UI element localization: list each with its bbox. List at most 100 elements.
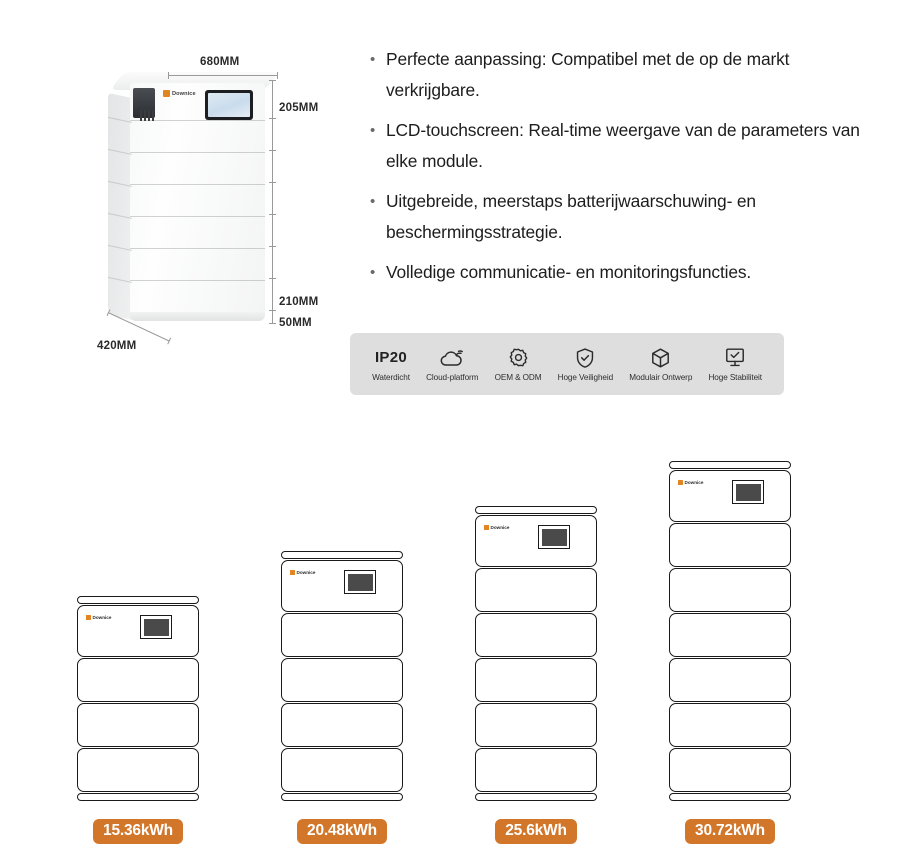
brand-logo-text: Downice bbox=[172, 90, 196, 97]
badge-cloud-platform: Cloud-platform bbox=[418, 347, 486, 382]
capacity-badge: 20.48kWh bbox=[297, 819, 387, 844]
tower-brand-logo: Downice bbox=[484, 525, 509, 530]
battery-module bbox=[475, 748, 597, 792]
badge-label: OEM & ODM bbox=[494, 372, 542, 382]
feature-bullet-list: • Perfecte aanpassing: Compatibel met de… bbox=[370, 44, 870, 297]
lcd-display-surface bbox=[347, 573, 373, 591]
height-dimension-rail bbox=[272, 80, 273, 323]
brand-logo-text: Downice bbox=[490, 525, 510, 530]
badge-label: Modulair Ontwerp bbox=[629, 372, 693, 382]
base-height-dimension-label: 50MM bbox=[279, 317, 312, 329]
head-height-dimension-label: 205MM bbox=[279, 102, 319, 114]
battery-module bbox=[669, 568, 791, 612]
tower-brand-logo: Downice bbox=[86, 615, 111, 620]
tower-head-unit: Downice bbox=[77, 605, 199, 657]
cube-icon bbox=[650, 347, 671, 369]
tower-head-unit: Downice bbox=[281, 560, 403, 612]
capacity-badge: 15.36kWh bbox=[93, 819, 183, 844]
battery-module bbox=[669, 523, 791, 567]
tower-head-unit: Downice bbox=[475, 515, 597, 567]
feature-list-item: • Perfecte aanpassing: Compatibel met de… bbox=[370, 44, 870, 106]
bullet-icon: • bbox=[370, 122, 376, 139]
badge-label: Hoge Stabiliteit bbox=[708, 372, 762, 382]
feature-item-text: Volledige communicatie- en monitoringsfu… bbox=[386, 262, 752, 282]
brand-logo-text: Downice bbox=[684, 480, 704, 485]
cabinet-seam bbox=[130, 152, 265, 153]
battery-module bbox=[475, 658, 597, 702]
bullet-icon: • bbox=[370, 264, 376, 281]
feature-list-item: • LCD-touchscreen: Real-time weergave va… bbox=[370, 115, 870, 177]
width-dimension-label: 680MM bbox=[200, 56, 240, 68]
cloud-icon bbox=[439, 347, 465, 369]
battery-module bbox=[281, 658, 403, 702]
tower-base-plinth bbox=[281, 793, 403, 801]
badge-label: Hoge Veiligheid bbox=[557, 372, 614, 382]
battery-module bbox=[475, 703, 597, 747]
tower-lcd-screen bbox=[538, 525, 570, 549]
lcd-display-surface bbox=[541, 528, 567, 546]
lcd-display-surface bbox=[143, 618, 169, 636]
tower-lcd-screen bbox=[140, 615, 172, 639]
brand-logo-mark bbox=[484, 525, 489, 530]
badge-waterproof: IP20 Waterdicht bbox=[364, 347, 418, 382]
tower-head-unit: Downice bbox=[669, 470, 791, 522]
tower-top-cap bbox=[475, 506, 597, 514]
monitor-check-icon bbox=[724, 347, 746, 369]
tower-lcd-screen bbox=[344, 570, 376, 594]
feature-badge-bar: IP20 Waterdicht Cloud-platform OEM & ODM bbox=[350, 333, 784, 395]
brand-logo-text: Downice bbox=[296, 570, 316, 575]
badge-high-safety: Hoge Veiligheid bbox=[550, 347, 622, 382]
battery-module bbox=[669, 658, 791, 702]
capacity-stack: Downice 20.48kWh bbox=[262, 551, 422, 844]
battery-module bbox=[77, 748, 199, 792]
battery-tower: Downice bbox=[281, 551, 403, 801]
feature-list-item: • Volledige communicatie- en monitorings… bbox=[370, 257, 870, 288]
bullet-icon: • bbox=[370, 193, 376, 210]
battery-module bbox=[475, 568, 597, 612]
cabinet-side-face bbox=[108, 92, 132, 320]
brand-logo-text: Downice bbox=[92, 615, 112, 620]
feature-item-text: Perfecte aanpassing: Compatibel met de o… bbox=[386, 49, 790, 100]
dimension-tick bbox=[269, 118, 276, 119]
cabinet-seam bbox=[130, 216, 265, 217]
cabinet-brand-logo: Downice bbox=[163, 90, 196, 97]
feature-item-text: Uitgebreide, meerstaps batterijwaarschuw… bbox=[386, 191, 756, 242]
bullet-icon: • bbox=[370, 51, 376, 68]
capacity-badge: 30.72kWh bbox=[685, 819, 775, 844]
badge-modular-design: Modulair Ontwerp bbox=[621, 347, 700, 382]
badge-high-stability: Hoge Stabiliteit bbox=[700, 347, 770, 382]
brand-logo-mark bbox=[86, 615, 91, 620]
brand-logo-mark bbox=[678, 480, 683, 485]
capacity-lineup-section: Downice 15.36kWh Downice bbox=[0, 420, 900, 844]
lcd-display-surface bbox=[735, 483, 761, 501]
lcd-display-surface bbox=[208, 93, 250, 117]
capacity-stack: Downice 25.6kWh bbox=[456, 506, 616, 844]
battery-module bbox=[77, 703, 199, 747]
depth-dimension-label: 420MM bbox=[97, 340, 137, 352]
tower-top-cap bbox=[77, 596, 199, 604]
battery-module bbox=[669, 613, 791, 657]
battery-tower: Downice bbox=[669, 461, 791, 801]
capacity-stack: Downice 15.36kWh bbox=[58, 596, 218, 844]
module-height-dimension-label: 210MM bbox=[279, 296, 319, 308]
capacity-badge: 25.6kWh bbox=[495, 819, 577, 844]
cabinet-base-plinth bbox=[130, 312, 265, 321]
tower-brand-logo: Downice bbox=[290, 570, 315, 575]
tower-top-cap bbox=[669, 461, 791, 469]
badge-oem-odm: OEM & ODM bbox=[487, 347, 550, 382]
battery-tower: Downice bbox=[475, 506, 597, 801]
battery-tower: Downice bbox=[77, 596, 199, 801]
shield-check-icon bbox=[575, 347, 595, 369]
width-dimension-line bbox=[168, 72, 278, 79]
badge-label: Cloud-platform bbox=[426, 372, 479, 382]
feature-list-item: • Uitgebreide, meerstaps batterijwaarsch… bbox=[370, 186, 870, 248]
battery-module bbox=[669, 703, 791, 747]
cabinet-seam bbox=[130, 280, 265, 281]
capacity-stack: Downice 30.72kWh bbox=[650, 461, 810, 844]
ip20-rating-icon: IP20 bbox=[374, 348, 408, 366]
tower-brand-logo: Downice bbox=[678, 480, 703, 485]
badge-label: Waterdicht bbox=[372, 372, 410, 382]
battery-module bbox=[669, 748, 791, 792]
dimension-tick bbox=[269, 310, 276, 311]
dimension-tick bbox=[269, 246, 276, 247]
